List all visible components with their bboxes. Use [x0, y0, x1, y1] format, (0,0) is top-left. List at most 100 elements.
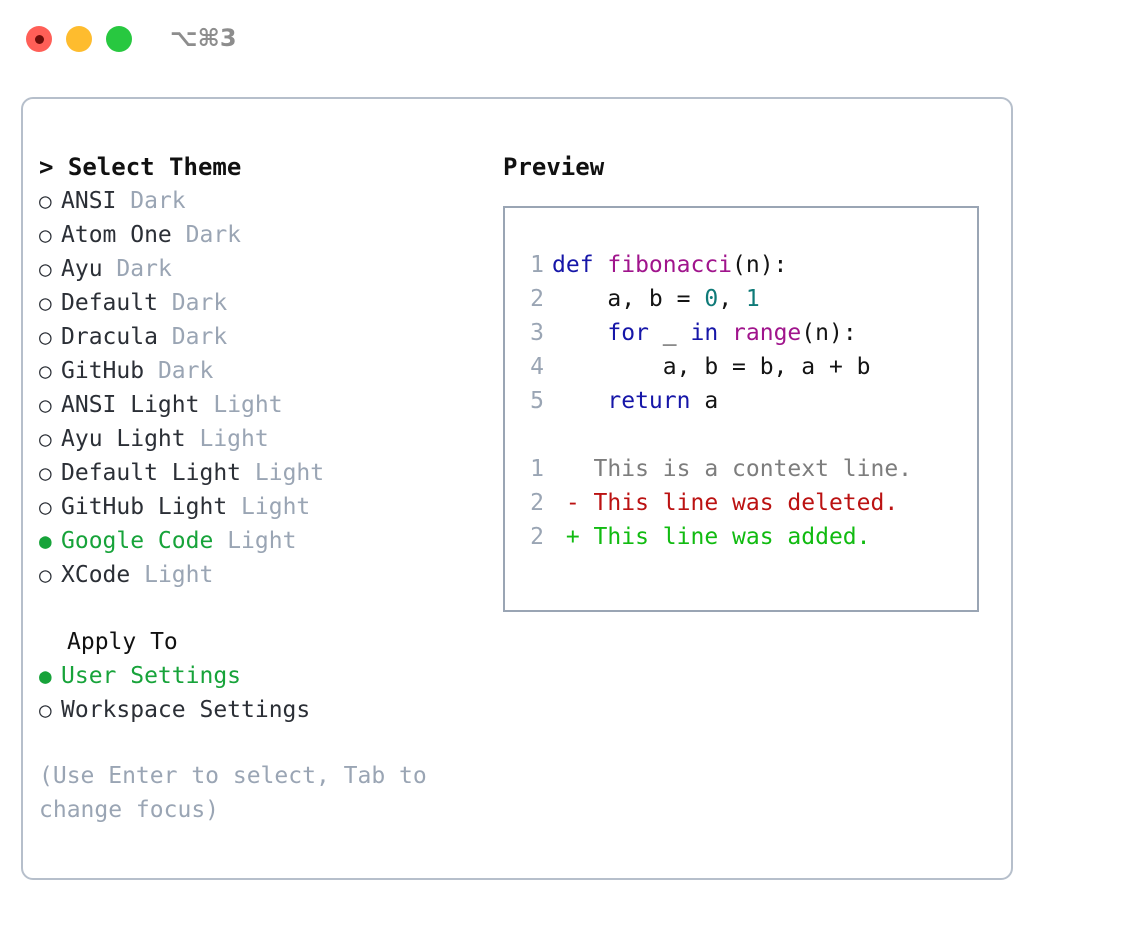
traffic-lights: [26, 26, 132, 52]
theme-variant-tag: Dark: [171, 324, 228, 350]
theme-list-item[interactable]: ○ Atom One Dark: [39, 218, 489, 252]
code-token: a, b = b, a + b: [552, 354, 871, 380]
theme-name-label: XCode: [61, 562, 131, 588]
theme-variant-tag: Dark: [157, 358, 214, 384]
code-line: 2 a, b = 0, 1: [505, 282, 977, 316]
code-line: 3 for _ in range(n):: [505, 316, 977, 350]
apply-to-section: Apply To ● User Settings ○Workspace Settin…: [39, 625, 489, 727]
minimize-button[interactable]: [66, 26, 92, 52]
code-gap-spacer: [505, 418, 977, 452]
radio-unselected-icon: ○: [39, 257, 52, 281]
close-button[interactable]: [26, 26, 52, 52]
theme-variant-tag: Light: [227, 528, 297, 554]
radio-unselected-icon: ○: [39, 393, 52, 417]
theme-list-item[interactable]: ○ Default Light Light: [39, 456, 489, 490]
diff-text: This line was deleted.: [593, 490, 899, 516]
theme-list-item[interactable]: ○ANSI Dark: [39, 184, 489, 218]
preview-header: Preview: [503, 153, 605, 181]
radio-selected-icon: ●: [39, 664, 52, 688]
diff-text: This is a context line.: [593, 456, 913, 482]
radio-unselected-icon: ○: [39, 291, 52, 315]
theme-list-item[interactable]: ○ Ayu Dark: [39, 252, 489, 286]
keyboard-hint-text: (Use Enter to select, Tab to change focu…: [39, 763, 441, 823]
diff-marker: -: [552, 490, 594, 516]
theme-variant-tag: Light: [144, 562, 214, 588]
theme-name-label: Atom One: [61, 222, 172, 248]
code-token: range: [732, 320, 802, 346]
theme-list-item[interactable]: ○Ayu Light Light: [39, 422, 489, 456]
theme-list-item[interactable]: ○ Default Dark: [39, 286, 489, 320]
theme-name-label: GitHub Light: [61, 494, 228, 520]
code-token: (n):: [801, 320, 857, 346]
theme-list-item[interactable]: ● Google Code Light: [39, 524, 489, 558]
theme-name-label: Default Light: [61, 460, 242, 486]
line-number: 2: [530, 524, 544, 550]
theme-variant-tag: Dark: [130, 188, 186, 214]
apply-to-label: User Settings: [61, 663, 242, 689]
theme-selector-column: > Select Theme ○ANSI Dark○Atom One Dark○…: [39, 150, 489, 827]
code-token: return: [607, 388, 691, 414]
apply-to-item[interactable]: ○Workspace Settings: [39, 693, 489, 727]
code-token: (n):: [732, 252, 788, 278]
diff-line: 1 This is a context line.: [505, 452, 977, 486]
theme-list-item[interactable]: ○Dracula Dark: [39, 320, 489, 354]
theme-list-item[interactable]: ○ GitHub Light Light: [39, 490, 489, 524]
theme-variant-tag: Dark: [185, 222, 242, 248]
maximize-button[interactable]: [106, 26, 132, 52]
main-panel: > Select Theme ○ANSI Dark○Atom One Dark○…: [21, 97, 1013, 880]
apply-to-header: Apply To: [67, 629, 178, 655]
apply-to-label: Workspace Settings: [61, 697, 311, 723]
code-token: def: [552, 252, 608, 278]
code-token: fibonacci: [607, 252, 733, 278]
line-number: 2: [530, 286, 544, 312]
radio-unselected-icon: ○: [39, 495, 52, 519]
theme-name-label: Default: [61, 290, 158, 316]
theme-list: ○ANSI Dark○Atom One Dark○Ayu Dark○Defaul…: [39, 184, 489, 592]
theme-variant-tag: Light: [199, 426, 269, 452]
line-number: 5: [530, 388, 544, 414]
theme-name-label: Google Code: [61, 528, 214, 554]
keyboard-shortcut-label: ⌥⌘3: [170, 24, 237, 52]
theme-name-label: Ayu: [61, 256, 103, 282]
code-token: _: [648, 320, 691, 346]
code-line: 5 return a: [505, 384, 977, 418]
code-token: [718, 320, 732, 346]
code-token: a: [690, 388, 719, 414]
line-number: 4: [530, 354, 544, 380]
code-token: [552, 388, 607, 414]
code-token: ,: [718, 286, 746, 312]
radio-unselected-icon: ○: [39, 461, 52, 485]
theme-name-label: ANSI Light: [61, 392, 200, 418]
code-token: in: [690, 320, 719, 346]
code-token: [552, 320, 607, 346]
theme-list-item[interactable]: ○ XCode Light: [39, 558, 489, 592]
diff-line: 2 - This line was deleted.: [505, 486, 977, 520]
diff-marker: [552, 456, 594, 482]
radio-unselected-icon: ○: [39, 427, 52, 451]
theme-variant-tag: Dark: [116, 256, 172, 282]
line-number: 1: [530, 252, 544, 278]
theme-variant-tag: Dark: [171, 290, 228, 316]
theme-list-item[interactable]: ○GitHub Dark: [39, 354, 489, 388]
code-token: for: [607, 320, 649, 346]
line-number: 1: [530, 456, 544, 482]
theme-variant-tag: Light: [213, 392, 283, 418]
theme-name-label: Dracula: [61, 324, 158, 350]
apply-to-item[interactable]: ● User Settings: [39, 659, 489, 693]
radio-unselected-icon: ○: [39, 359, 52, 383]
apply-to-list: ● User Settings ○Workspace Settings: [39, 659, 489, 727]
code-token: a, b =: [552, 286, 705, 312]
diff-lines-group: 1 This is a context line.2 - This line w…: [505, 452, 977, 554]
radio-unselected-icon: ○: [39, 563, 52, 587]
radio-unselected-icon: ○: [39, 223, 52, 247]
theme-name-label: ANSI: [61, 188, 117, 214]
theme-variant-tag: Light: [254, 460, 325, 486]
radio-selected-icon: ●: [39, 529, 52, 553]
theme-variant-tag: Light: [241, 494, 311, 520]
code-line: 1 def fibonacci(n):: [505, 248, 977, 282]
line-number: 2: [530, 490, 544, 516]
theme-list-item[interactable]: ○ ANSI Light Light: [39, 388, 489, 422]
diff-text: This line was added.: [593, 524, 871, 550]
